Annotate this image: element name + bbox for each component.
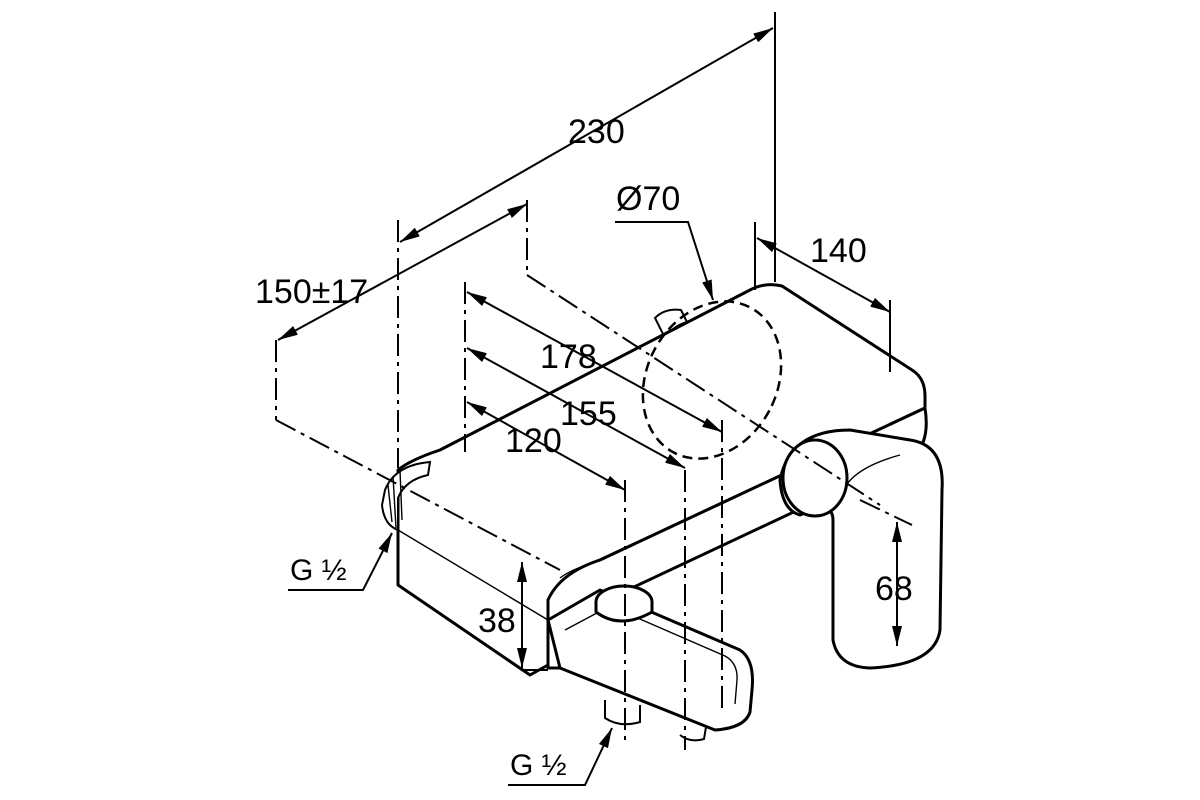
inlet-thread — [380, 460, 432, 532]
dim-230: 230 — [568, 113, 625, 151]
handle-hub — [781, 438, 849, 518]
dim-178: 178 — [540, 338, 597, 376]
outlet-thread — [604, 700, 641, 726]
dim-38: 38 — [478, 602, 516, 640]
dim-150: 150±17 — [255, 273, 368, 311]
spout — [546, 588, 754, 732]
dimension-labels: 230 150±17 Ø70 140 178 155 120 38 68 G ½… — [255, 113, 913, 782]
dimension-lines — [277, 27, 902, 786]
dim-140: 140 — [810, 232, 867, 270]
dim-diameter-70: Ø70 — [616, 180, 680, 218]
dim-155: 155 — [560, 395, 617, 433]
outlet-thread-label: G ½ — [510, 749, 567, 782]
mixer-body — [380, 283, 944, 742]
inlet-thread-label: G ½ — [290, 554, 347, 587]
dim-68: 68 — [875, 570, 913, 608]
dim-120: 120 — [505, 422, 562, 460]
